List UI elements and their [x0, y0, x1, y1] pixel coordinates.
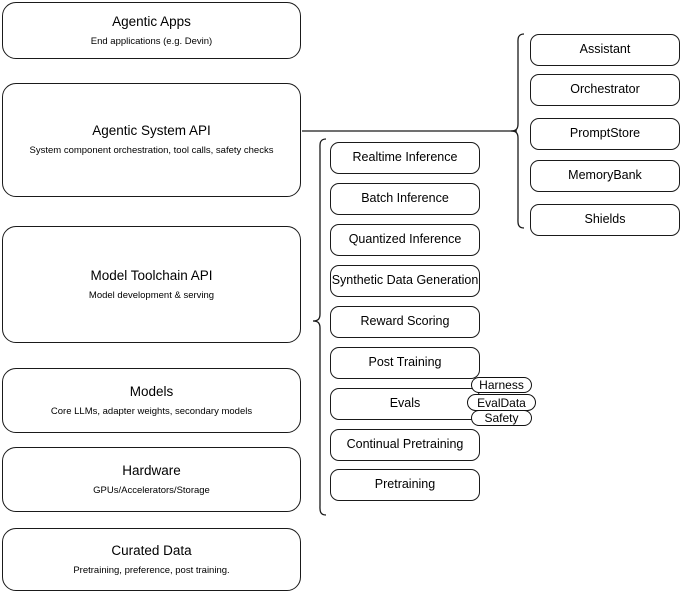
toolchain-component-reward-scoring[interactable]: Reward Scoring: [330, 306, 480, 338]
stack-layer-agentic-system-api[interactable]: Agentic System API System component orch…: [2, 83, 301, 197]
stack-layer-title: Agentic System API: [92, 123, 211, 139]
system-component-orchestrator[interactable]: Orchestrator: [530, 74, 680, 106]
brace-toolchain-components: [312, 138, 327, 516]
toolchain-component-synthetic-data-generation[interactable]: Synthetic Data Generation: [330, 265, 480, 297]
stack-layer-title: Hardware: [122, 462, 181, 478]
stack-layer-hardware[interactable]: Hardware GPUs/Accelerators/Storage: [2, 447, 301, 512]
stack-layer-subtitle: System component orchestration, tool cal…: [29, 145, 274, 156]
system-component-shields[interactable]: Shields: [530, 204, 680, 236]
toolchain-component-batch-inference[interactable]: Batch Inference: [330, 183, 480, 215]
stack-layer-title: Agentic Apps: [112, 13, 191, 29]
stack-layer-title: Curated Data: [111, 542, 192, 558]
evals-subcomponent-safety[interactable]: Safety: [471, 410, 532, 426]
toolchain-component-continual-pretraining[interactable]: Continual Pretraining: [330, 429, 480, 461]
toolchain-component-quantized-inference[interactable]: Quantized Inference: [330, 224, 480, 256]
brace-system-components: [510, 33, 525, 229]
stack-layer-title: Model Toolchain API: [90, 267, 213, 283]
stack-layer-subtitle: Core LLMs, adapter weights, secondary mo…: [50, 405, 253, 417]
stack-layer-subtitle: GPUs/Accelerators/Storage: [93, 484, 210, 496]
toolchain-component-evals[interactable]: Evals: [330, 388, 480, 420]
toolchain-component-realtime-inference[interactable]: Realtime Inference: [330, 142, 480, 174]
system-component-promptstore[interactable]: PromptStore: [530, 118, 680, 150]
system-component-memorybank[interactable]: MemoryBank: [530, 160, 680, 192]
stack-layer-agentic-apps[interactable]: Agentic Apps End applications (e.g. Devi…: [2, 2, 301, 59]
toolchain-component-post-training[interactable]: Post Training: [330, 347, 480, 379]
system-component-assistant[interactable]: Assistant: [530, 34, 680, 66]
stack-layer-models[interactable]: Models Core LLMs, adapter weights, secon…: [2, 368, 301, 433]
stack-layer-curated-data[interactable]: Curated Data Pretraining, preference, po…: [2, 528, 301, 591]
toolchain-component-pretraining[interactable]: Pretraining: [330, 469, 480, 501]
stack-layer-subtitle: Pretraining, preference, post training.: [73, 564, 230, 576]
stack-layer-title: Models: [129, 383, 174, 399]
evals-subcomponent-evaldata[interactable]: EvalData: [467, 394, 536, 411]
stack-layer-subtitle: End applications (e.g. Devin): [90, 35, 213, 47]
evals-subcomponent-harness[interactable]: Harness: [471, 377, 532, 393]
stack-layer-model-toolchain-api[interactable]: Model Toolchain API Model development & …: [2, 226, 301, 343]
stack-layer-subtitle: Model development & serving: [88, 289, 215, 301]
